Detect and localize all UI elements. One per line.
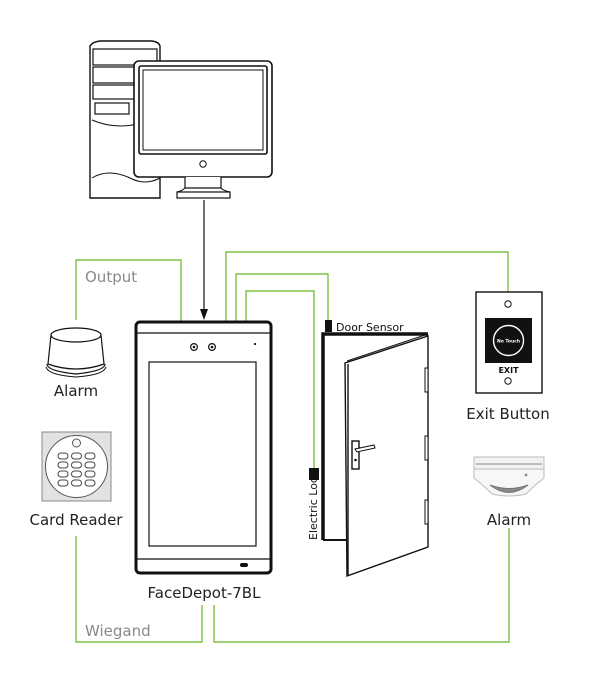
alarm-left-label: Alarm bbox=[54, 382, 98, 400]
alarm-right-label: Alarm bbox=[487, 511, 531, 529]
electric-lock-icon bbox=[309, 468, 319, 480]
wire-output bbox=[75, 259, 182, 322]
door-handle-icon bbox=[351, 440, 376, 470]
wire-electric-lock bbox=[245, 290, 315, 468]
door-sensor-icon bbox=[325, 320, 332, 332]
ceiling-alarm-icon bbox=[473, 456, 545, 497]
power-button-icon bbox=[199, 160, 207, 168]
pc-connection bbox=[200, 200, 208, 320]
wire-door-sensor bbox=[235, 273, 329, 322]
device-label: FaceDepot-7BL bbox=[148, 584, 262, 602]
exit-button-plate-text: EXIT bbox=[498, 366, 519, 375]
door-sensor-label: Door Sensor bbox=[336, 321, 404, 334]
wiegand-label: Wiegand bbox=[85, 622, 151, 640]
electric-lock-label: Electric Lock bbox=[307, 470, 320, 540]
door-icon bbox=[321, 332, 429, 577]
siren-alarm-icon bbox=[45, 327, 107, 378]
device-screen bbox=[148, 361, 257, 547]
wire-exit-button bbox=[225, 251, 509, 322]
rfid-icon bbox=[72, 438, 81, 448]
keypad bbox=[57, 452, 96, 487]
wire-alarm-right bbox=[213, 528, 510, 643]
wires bbox=[75, 251, 510, 643]
speaker-grille-icon bbox=[240, 563, 248, 567]
card-reader-icon bbox=[41, 431, 112, 502]
exit-button-face-text: No Touch bbox=[497, 339, 520, 345]
sensor-dot-icon bbox=[253, 342, 257, 346]
output-label: Output bbox=[85, 268, 137, 286]
card-reader-label: Card Reader bbox=[30, 511, 124, 529]
computer-icon bbox=[89, 40, 273, 199]
arrow-down-icon bbox=[200, 309, 208, 320]
wire-wiegand bbox=[75, 536, 203, 643]
exit-button-label: Exit Button bbox=[466, 405, 549, 423]
exit-button-icon: No Touch EXIT bbox=[475, 291, 543, 394]
face-terminal-device bbox=[134, 320, 273, 575]
